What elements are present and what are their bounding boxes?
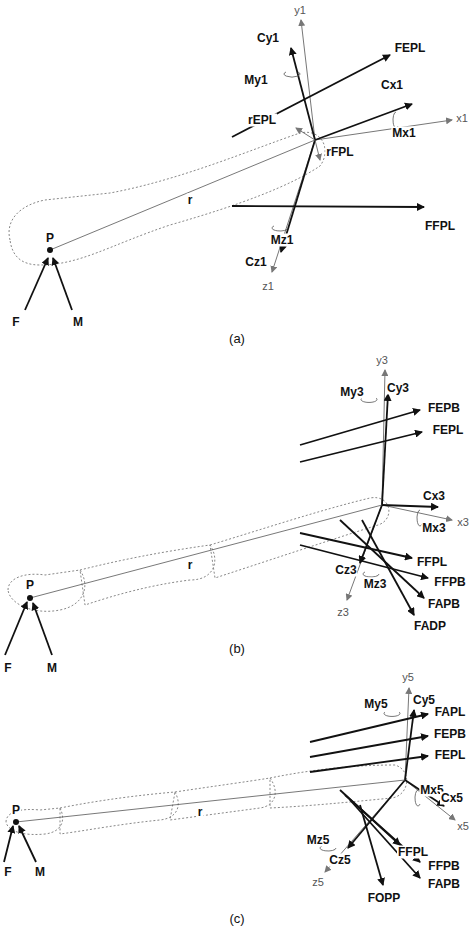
panel-label: (c) — [228, 912, 245, 925]
vector-label: FEPB — [433, 728, 467, 741]
vector-label: Cy3 — [386, 382, 410, 395]
vector-label: Mx3 — [421, 522, 446, 535]
point-p — [47, 247, 53, 253]
vector-label: Mz5 — [306, 834, 331, 847]
vector-label: r — [197, 806, 204, 819]
vector-label: FFPL — [416, 556, 448, 569]
vector-label: r — [187, 559, 194, 572]
vector-label: FFPB — [427, 860, 460, 873]
bone-outline — [8, 498, 389, 612]
vector-label: Mz1 — [270, 234, 295, 247]
vector-label: F — [3, 866, 12, 879]
vector-label: Cz5 — [328, 854, 351, 867]
vector-label: FFPL — [397, 846, 429, 859]
vector-label: Cy5 — [412, 694, 436, 707]
vector-label: M — [72, 316, 84, 329]
vector-label: FEPB — [427, 402, 461, 415]
vector-label: FEPL — [434, 749, 467, 762]
vector-label: rEPL — [247, 114, 277, 127]
vector-label: FEPL — [432, 424, 465, 437]
vector-label: FFPB — [433, 576, 466, 589]
vector-label: rFPL — [325, 146, 354, 159]
moment-arms — [16, 712, 420, 851]
vector-label: FADP — [413, 620, 447, 633]
vector-label: FAPL — [434, 706, 467, 719]
force-vectors — [25, 48, 424, 310]
moment-arms — [50, 72, 398, 250]
axis-label: x1 — [455, 112, 469, 125]
axis-label: z5 — [311, 876, 325, 889]
point-p — [27, 595, 33, 601]
axis-label: y5 — [401, 671, 415, 684]
vector-label: FOPP — [367, 892, 402, 905]
axis-label: z3 — [336, 606, 350, 619]
vector-label: P — [11, 804, 21, 817]
vector-label: My1 — [243, 74, 268, 87]
force-vectors — [4, 710, 444, 885]
vector-label: FEPL — [394, 42, 427, 55]
vector-label: Mz3 — [363, 578, 388, 591]
vector-label: Cz1 — [244, 256, 267, 269]
vector-label: Cx5 — [440, 792, 464, 805]
moment-arms — [30, 398, 422, 598]
vector-label: F — [11, 316, 20, 329]
panel-label: (b) — [228, 642, 246, 655]
vector-label: Cx1 — [380, 79, 404, 92]
axis-label: y1 — [293, 4, 307, 17]
bone-outline — [9, 132, 325, 265]
vector-label: My3 — [339, 386, 364, 399]
vector-label: r — [187, 194, 194, 207]
axes — [272, 20, 452, 272]
panel-label: (a) — [228, 332, 246, 345]
vector-label: M — [46, 662, 58, 675]
vector-label: FFPL — [424, 220, 456, 233]
point-p — [13, 819, 19, 825]
vector-label: FAPB — [427, 878, 461, 891]
axis-label: x3 — [456, 516, 470, 529]
vector-label: P — [45, 232, 55, 245]
force-vectors — [5, 394, 438, 655]
vector-label: M — [34, 866, 46, 879]
vector-label: Mx1 — [391, 127, 416, 140]
vector-label: Cx3 — [422, 490, 446, 503]
vector-label: FAPB — [427, 598, 461, 611]
axis-label: y3 — [375, 354, 389, 367]
vector-label: Cz3 — [334, 564, 357, 577]
vector-label: F — [3, 662, 12, 675]
axis-label: x5 — [456, 820, 470, 833]
vector-label: My5 — [363, 698, 388, 711]
vector-label: P — [25, 579, 35, 592]
bone-outline — [6, 765, 407, 835]
axis-label: z1 — [261, 280, 275, 293]
vector-label: Cy1 — [256, 32, 280, 45]
